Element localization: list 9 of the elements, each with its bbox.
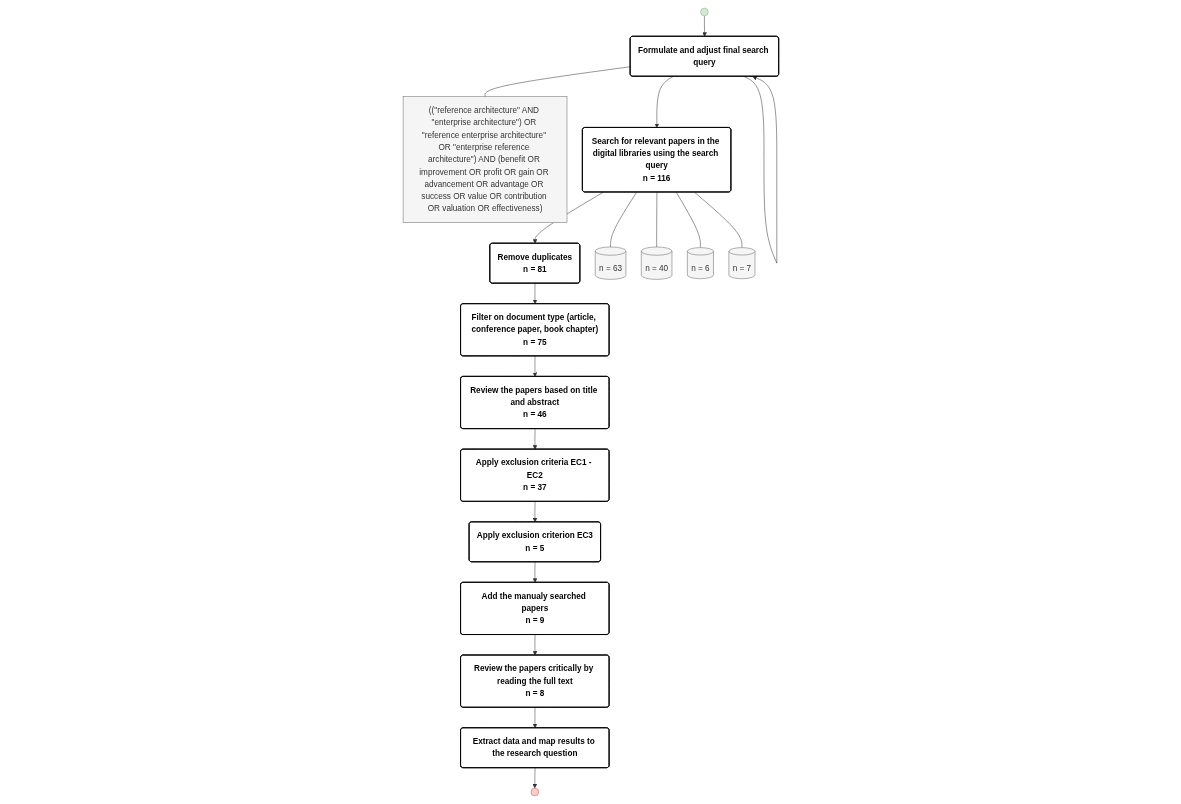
connector: [484, 66, 631, 97]
connector: [693, 192, 742, 248]
node-circle: [530, 787, 539, 797]
arrow: [743, 75, 777, 264]
node-box: (("reference architecture" AND "enterprise architecture") OR "reference enterprise architecture" OR "enterprise reference architecture") AND (benefit OR improvement OR profit OR gain OR advancement OR advantage OR success OR value OR contribution OR valuation OR effectiveness): [402, 96, 567, 223]
connector: [656, 192, 657, 248]
connector: [609, 192, 637, 248]
node-circle: [699, 7, 709, 17]
connector: [675, 192, 701, 248]
